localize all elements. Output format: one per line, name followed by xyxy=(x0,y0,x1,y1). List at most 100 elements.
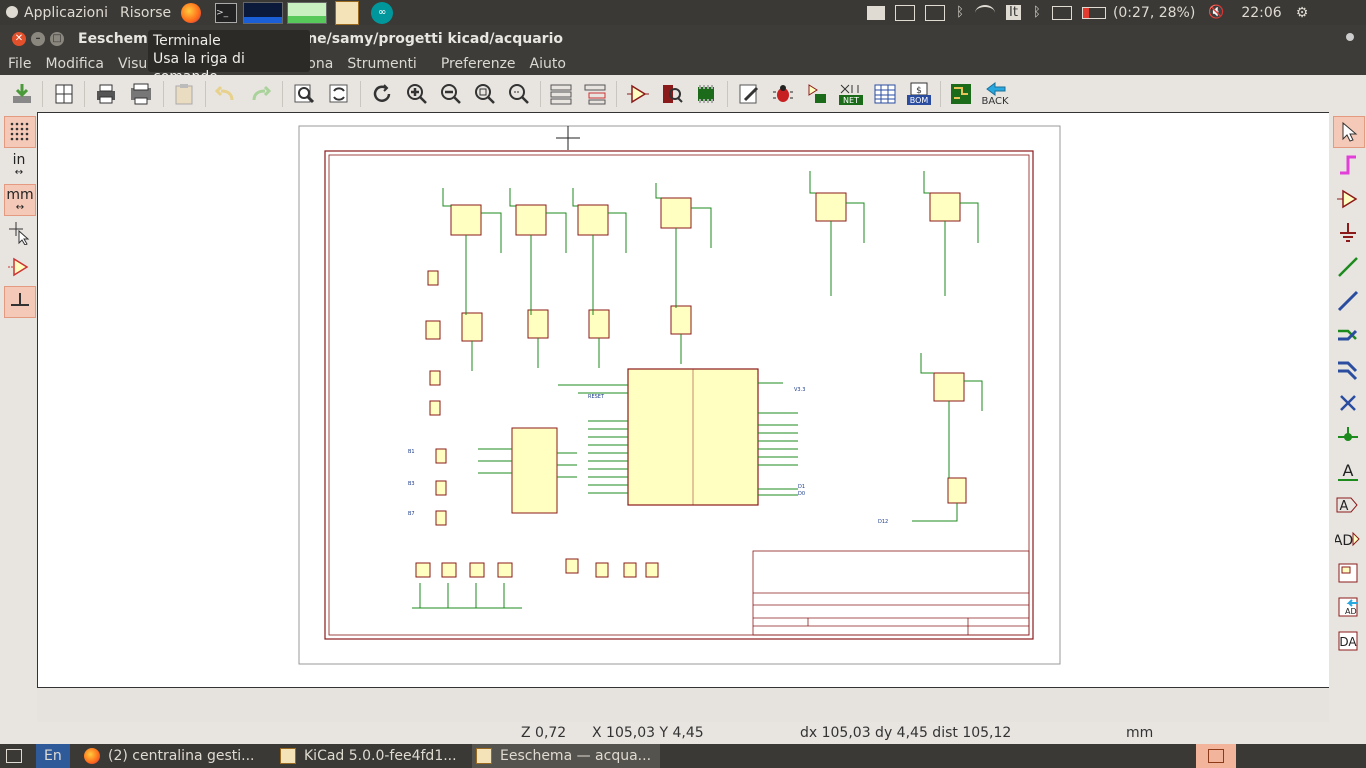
annotate-button[interactable] xyxy=(735,80,763,108)
place-global-label-button[interactable]: A xyxy=(1333,490,1363,520)
wire-to-bus-entry-button[interactable] xyxy=(1333,320,1363,350)
arduino-launcher-icon[interactable]: ∞ xyxy=(371,1,394,24)
svg-text:B3: B3 xyxy=(408,481,415,487)
hierarchy-navigator-button[interactable] xyxy=(547,80,575,108)
zoom-in-icon xyxy=(407,84,427,104)
zoom-out-button[interactable] xyxy=(437,80,465,108)
system-monitor-mem-icon[interactable] xyxy=(287,1,328,24)
keyboard-layout-indicator[interactable]: It xyxy=(1006,5,1021,20)
mail-icon[interactable] xyxy=(1051,5,1072,20)
menu-edit[interactable]: Modifica xyxy=(45,55,104,72)
taskbar-item-eeschema[interactable]: Eeschema — acqua... xyxy=(472,744,660,768)
place-power-button[interactable] xyxy=(1333,218,1363,248)
svg-text:DA: DA xyxy=(1339,635,1357,649)
find-icon xyxy=(294,84,315,104)
bus-icon xyxy=(1337,290,1359,312)
highlight-net-button[interactable] xyxy=(1333,150,1363,180)
battery-icon[interactable] xyxy=(1081,6,1106,19)
generate-bom-button[interactable]: $BOM xyxy=(905,80,933,108)
print-button[interactable] xyxy=(92,80,120,108)
place-sheet-pin-button[interactable]: DA xyxy=(1333,626,1363,656)
maximize-window-button[interactable]: □ xyxy=(50,31,64,46)
footprint-editor-button[interactable] xyxy=(692,80,720,108)
page-settings-button[interactable] xyxy=(50,80,78,108)
bus-to-bus-entry-button[interactable] xyxy=(1333,354,1363,384)
menu-tools[interactable]: Strumenti xyxy=(347,55,417,72)
zoom-fit-icon xyxy=(475,84,495,104)
svg-text:A: A xyxy=(1343,461,1354,480)
units-inches-button[interactable]: in↔ xyxy=(4,150,34,180)
redo-button[interactable] xyxy=(246,80,274,108)
leave-sheet-button[interactable] xyxy=(581,80,609,108)
tooltip-title: Terminale xyxy=(153,33,221,49)
menu-preferences[interactable]: Preferenze xyxy=(440,55,516,72)
assign-footprints-button[interactable] xyxy=(803,80,831,108)
kicad-launcher-icon[interactable] xyxy=(335,0,360,25)
import-sheet-pin-button[interactable]: AD xyxy=(1333,592,1363,622)
wifi-icon[interactable] xyxy=(975,4,995,21)
session-gear-icon[interactable]: ⚙ xyxy=(1295,4,1309,21)
zoom-selection-button[interactable] xyxy=(505,80,533,108)
window-menu-dot-icon[interactable] xyxy=(1346,33,1354,41)
clock[interactable]: 22:06 xyxy=(1241,4,1282,21)
minimize-window-button[interactable]: – xyxy=(31,31,45,46)
svg-text:B1: B1 xyxy=(408,449,415,455)
system-monitor-cpu-icon[interactable] xyxy=(243,1,284,24)
units-readout: mm xyxy=(1126,725,1154,741)
find-replace-button[interactable] xyxy=(325,80,353,108)
show-hidden-pins-button[interactable] xyxy=(4,252,34,282)
place-symbol-button[interactable] xyxy=(1333,184,1363,214)
bluetooth-icon[interactable]: ᛒ xyxy=(956,4,964,20)
place-bus-button[interactable] xyxy=(1333,286,1363,316)
edit-fields-button[interactable] xyxy=(871,80,899,108)
plot-button[interactable] xyxy=(127,80,155,108)
firefox-launcher-icon[interactable] xyxy=(181,2,202,23)
resources-menu[interactable]: Risorse xyxy=(119,4,172,21)
no-connect-button[interactable] xyxy=(1333,388,1363,418)
svg-text:AD: AD xyxy=(1335,533,1353,549)
place-junction-button[interactable] xyxy=(1333,422,1363,452)
save-button[interactable] xyxy=(8,80,36,108)
keyboard-indicator[interactable]: En xyxy=(36,744,70,768)
menu-file[interactable]: File xyxy=(8,55,32,72)
place-wire-button[interactable] xyxy=(1333,252,1363,282)
workspace-switcher[interactable] xyxy=(1196,744,1236,768)
erc-button[interactable] xyxy=(769,80,797,108)
window-title-prefix: Eeschema xyxy=(78,30,158,47)
place-hierarchical-sheet-button[interactable] xyxy=(1333,558,1363,588)
zoom-in-button[interactable] xyxy=(403,80,431,108)
cursor-shape-button[interactable] xyxy=(4,218,34,248)
redraw-button[interactable] xyxy=(368,80,396,108)
zoom-fit-button[interactable] xyxy=(471,80,499,108)
symbol-editor-button[interactable] xyxy=(624,80,652,108)
undo-button[interactable] xyxy=(212,80,240,108)
menu-help[interactable]: Aiuto xyxy=(529,55,566,72)
terminal-launcher-icon[interactable]: >_ xyxy=(215,2,238,23)
find-button[interactable] xyxy=(290,80,318,108)
horizontal-vertical-wires-button[interactable] xyxy=(4,286,36,318)
place-label-button[interactable]: A xyxy=(1333,456,1363,486)
open-pcbnew-button[interactable] xyxy=(947,80,975,108)
arrow-icon: ↔ xyxy=(14,166,24,178)
memory-widget-icon[interactable] xyxy=(925,4,945,21)
paste-button[interactable] xyxy=(170,80,198,108)
taskbar-item-firefox[interactable]: (2) centralina gesti... xyxy=(84,744,276,768)
units-mm-button[interactable]: mm↔ xyxy=(4,184,36,216)
taskbar-item-kicad[interactable]: KiCad 5.0.0-fee4fd1... xyxy=(280,744,468,768)
bluetooth-icon-2[interactable]: ᛒ xyxy=(1033,4,1041,20)
symbol-library-browser-button[interactable] xyxy=(658,80,686,108)
close-window-button[interactable]: ✕ xyxy=(12,31,26,46)
back-annotate-button[interactable]: BACK xyxy=(981,80,1009,108)
screen-icon[interactable] xyxy=(867,5,885,20)
show-desktop-button[interactable] xyxy=(6,744,22,768)
select-tool-button[interactable] xyxy=(1333,116,1365,148)
menu-view[interactable]: Visu xyxy=(117,55,148,72)
battery-widget-icon[interactable] xyxy=(895,4,915,21)
place-hierarchical-label-button[interactable]: AD xyxy=(1333,524,1363,554)
menu-place[interactable]: ona xyxy=(307,55,334,72)
applications-menu[interactable]: Applicazioni xyxy=(0,5,114,21)
volume-muted-icon[interactable]: 🔇 xyxy=(1208,4,1225,20)
toggle-grid-button[interactable] xyxy=(4,116,36,148)
generate-netlist-button[interactable]: NET xyxy=(837,80,865,108)
